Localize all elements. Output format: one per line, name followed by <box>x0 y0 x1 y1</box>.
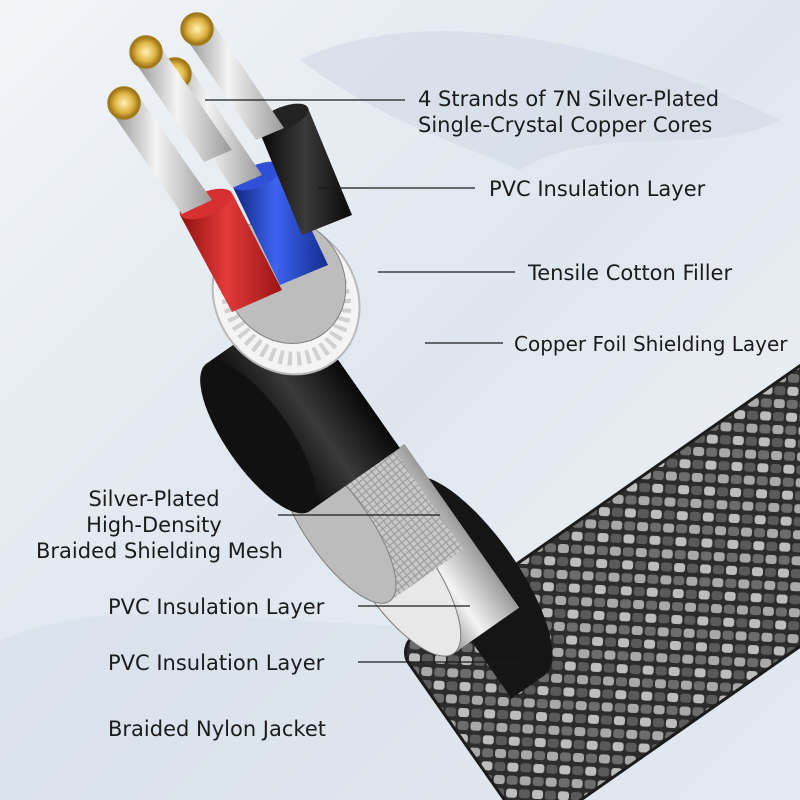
label-cores-line-2: Single-Crystal Copper Cores <box>418 112 719 138</box>
label-pvc-inner: PVC Insulation Layer <box>489 176 705 202</box>
label-braid-mesh-line-1: Silver-Plated <box>36 486 272 512</box>
label-pvc-outer: PVC Insulation Layer <box>108 650 324 676</box>
label-braid-mesh: Silver-Plated High-Density Braided Shiel… <box>36 486 272 564</box>
label-braid-mesh-line-2: High-Density <box>36 512 272 538</box>
label-cotton: Tensile Cotton Filler <box>528 260 732 286</box>
label-pvc-middle: PVC Insulation Layer <box>108 594 324 620</box>
label-jacket: Braided Nylon Jacket <box>108 716 326 742</box>
label-cores: 4 Strands of 7N Silver-Plated Single-Cry… <box>418 86 719 138</box>
label-cores-line-1: 4 Strands of 7N Silver-Plated <box>418 86 719 112</box>
label-braid-mesh-line-3: Braided Shielding Mesh <box>36 538 272 564</box>
label-copper-foil: Copper Foil Shielding Layer <box>514 331 788 357</box>
